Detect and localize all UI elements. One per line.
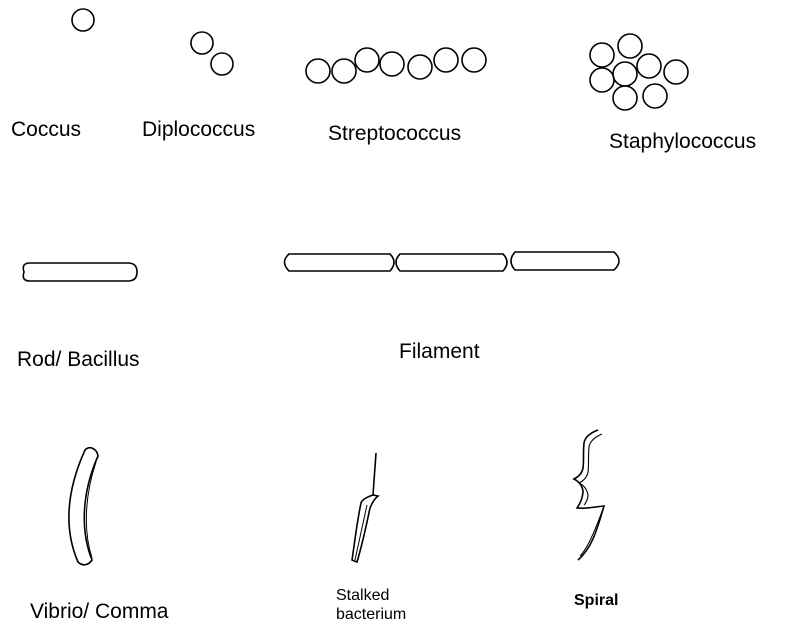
coccus-shape [72, 9, 94, 31]
stalked-bacterium-label-line2: bacterium [336, 606, 406, 624]
rod-bacillus-label: Rod/ Bacillus [17, 348, 140, 372]
streptococcus-label: Streptococcus [328, 122, 461, 146]
vibrio-shape [69, 448, 98, 565]
staphylococcus-label: Staphylococcus [609, 130, 756, 154]
stalked-bacterium-label-line1: Stalked [336, 587, 389, 605]
staphylococcus-shape [590, 34, 688, 110]
vibrio-comma-label: Vibrio/ Comma [30, 600, 169, 624]
filament-label: Filament [399, 340, 480, 364]
filament-shape [285, 252, 620, 271]
diplococcus-shape [191, 32, 233, 75]
spiral-label: Spiral [574, 592, 618, 610]
spiral-shape [574, 430, 604, 560]
streptococcus-shape [306, 48, 486, 83]
stalked-bacterium-shape [352, 453, 378, 562]
coccus-label: Coccus [11, 118, 81, 142]
rod-shape [23, 263, 137, 281]
diplococcus-label: Diplococcus [142, 118, 255, 142]
